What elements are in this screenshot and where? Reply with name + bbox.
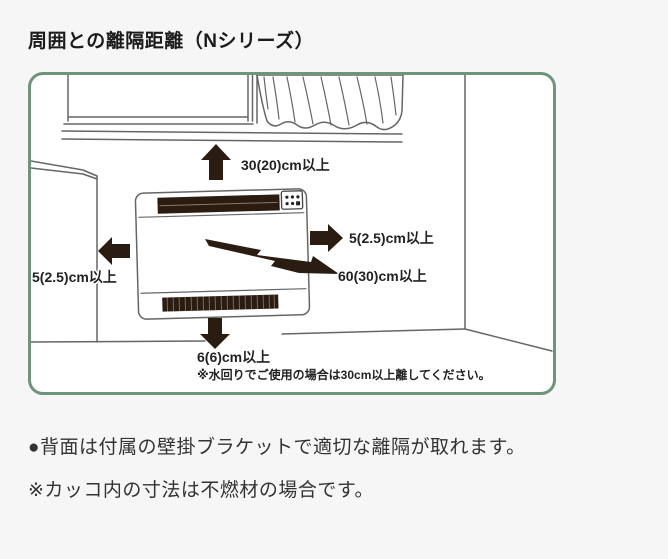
window-illustration <box>61 75 403 143</box>
water-area-note: ※水回りでご使用の場合は30cm以上離してください。 <box>197 367 491 382</box>
front-clearance-arrow <box>205 239 339 274</box>
right-clearance-arrow <box>310 224 343 252</box>
clearance-diagram-svg: 30(20)cm以上 5(2.5)cm以上 5(2.5)cm以上 60(30)c… <box>31 75 553 384</box>
front-clearance-label: 60(30)cm以上 <box>338 268 427 284</box>
footnote-dimensions: ※カッコ内の寸法は不燃材の場合です。 <box>28 479 375 501</box>
bottom-clearance-arrow <box>200 318 230 349</box>
left-clearance-label: 5(2.5)cm以上 <box>32 269 117 285</box>
footnote-bracket: ●背面は付属の壁掛ブラケットで適切な離隔が取れます。 <box>28 437 526 458</box>
top-clearance-arrow <box>201 144 231 180</box>
top-clearance-label: 30(20)cm以上 <box>241 157 330 173</box>
cabinet-illustration <box>31 160 98 343</box>
right-clearance-label: 5(2.5)cm以上 <box>349 230 434 246</box>
page: 周囲との離隔距離（Nシリーズ） <box>28 31 668 503</box>
left-clearance-arrow <box>98 237 130 265</box>
heater-illustration <box>134 188 311 320</box>
curtain-illustration <box>256 75 404 131</box>
heater-control-panel <box>280 190 304 210</box>
heater-intake-grille <box>162 294 279 312</box>
clearance-diagram: 30(20)cm以上 5(2.5)cm以上 5(2.5)cm以上 60(30)c… <box>28 72 556 395</box>
bottom-clearance-label: 6(6)cm以上 <box>197 349 270 365</box>
room-walls-illustration <box>31 75 553 352</box>
page-title: 周囲との離隔距離（Nシリーズ） <box>28 31 315 52</box>
footnotes: ●背面は付属の壁掛ブラケットで適切な離隔が取れます。 ※カッコ内の寸法は不燃材の… <box>28 435 668 503</box>
